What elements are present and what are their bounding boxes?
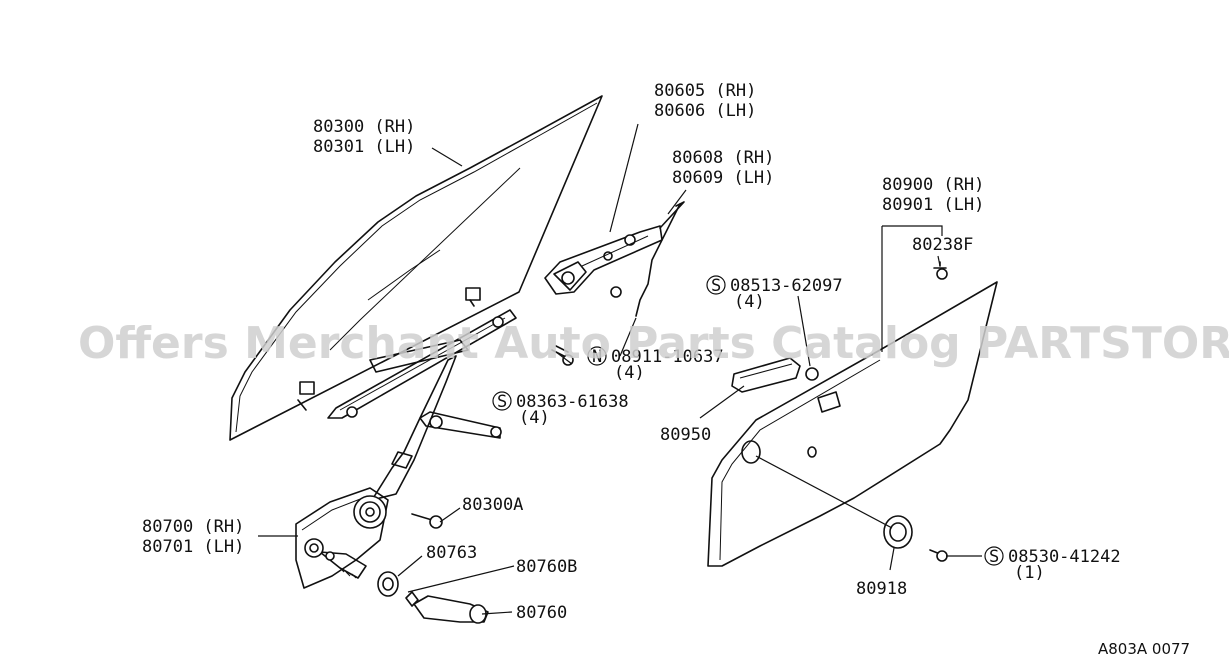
label-pull-handle: 80950 xyxy=(660,425,711,445)
n-symbol-circle xyxy=(587,346,607,366)
label-glass-lh: 80301 (LH) xyxy=(313,137,415,157)
screw-08530[interactable] xyxy=(929,549,948,562)
washer-80763[interactable] xyxy=(377,571,399,597)
door-glass[interactable] xyxy=(229,95,603,441)
spacer-80760B[interactable] xyxy=(405,591,419,607)
label-bracket-lh: 80606 (LH) xyxy=(654,101,756,121)
leader-lines xyxy=(258,123,982,615)
label-trim-lh: 80901 (LH) xyxy=(882,195,984,215)
label-screw-08530-qty: (1) xyxy=(1014,563,1045,583)
lock-rod[interactable] xyxy=(610,201,685,317)
s-symbol-circle-1 xyxy=(706,275,726,295)
label-clip: 80238F xyxy=(912,235,973,255)
label-rod-rh: 80608 (RH) xyxy=(672,148,774,168)
label-screw-08530: 08530-41242 xyxy=(1008,547,1121,567)
label-bracket-rh: 80605 (RH) xyxy=(654,81,756,101)
s-symbol-circle-3 xyxy=(984,546,1004,566)
watermark: Offers Merchant Auto Parts Catalog PARTS… xyxy=(78,318,1229,369)
label-screw-08513-qty: (4) xyxy=(734,292,765,312)
bolt-80300A[interactable] xyxy=(411,513,443,529)
label-washer: 80763 xyxy=(426,543,477,563)
label-crank-handle: 80760 xyxy=(516,603,567,623)
label-nut-08911-qty: (4) xyxy=(614,363,645,383)
escutcheon[interactable] xyxy=(883,515,913,549)
channel-bracket[interactable] xyxy=(544,225,663,295)
label-spacer: 80760B xyxy=(516,557,577,577)
window-crank-handle[interactable] xyxy=(413,595,489,624)
label-rod-lh: 80609 (LH) xyxy=(672,168,774,188)
label-screw-08363-qty: (4) xyxy=(519,408,550,428)
window-regulator[interactable] xyxy=(295,309,517,589)
label-regulator-rh: 80700 (RH) xyxy=(142,517,244,537)
n-symbol: N xyxy=(592,347,602,367)
label-escutcheon: 80918 xyxy=(856,579,907,599)
label-trim-rh: 80900 (RH) xyxy=(882,175,984,195)
label-screw-08513: 08513-62097 xyxy=(730,276,843,296)
label-nut-08911: 08911-10637 xyxy=(611,347,724,367)
inside-pull-handle[interactable] xyxy=(731,357,819,393)
label-glass-rh: 80300 (RH) xyxy=(313,117,415,137)
s-symbol-1: S xyxy=(711,276,721,296)
diagram-code: A803A 0077 xyxy=(1098,640,1190,658)
label-regulator-lh: 80701 (LH) xyxy=(142,537,244,557)
s-symbol-2: S xyxy=(497,392,507,412)
callouts: 80300 (RH) 80301 (LH) 80605 (RH) 80606 (… xyxy=(142,81,1121,623)
label-bolt: 80300A xyxy=(462,495,523,515)
label-screw-08363: 08363-61638 xyxy=(516,392,629,412)
s-symbol-3: S xyxy=(989,547,999,567)
s-symbol-circle-2 xyxy=(492,391,512,411)
